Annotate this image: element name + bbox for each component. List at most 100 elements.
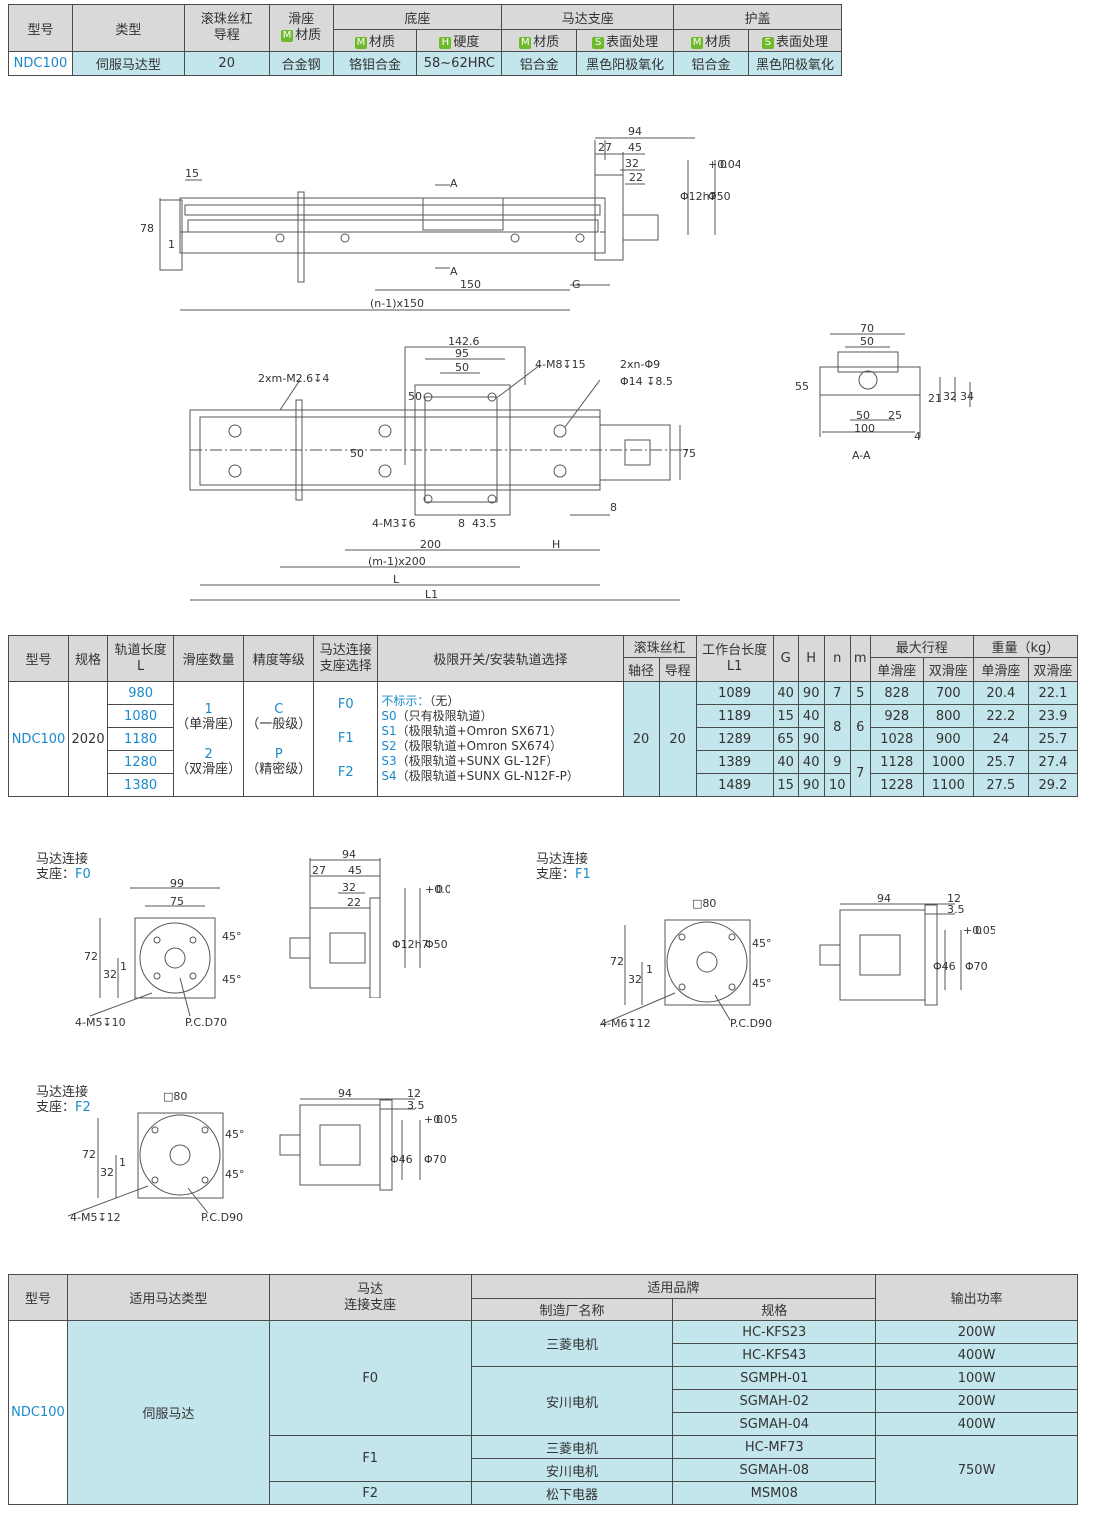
n-cell: 8 bbox=[823, 704, 851, 751]
side-view-drawing: 94 27 45 32 22 15 78 1 A A Φ12h7 Φ50 +0.… bbox=[140, 125, 740, 311]
rail-length-cell: 1180 bbox=[107, 727, 175, 751]
table-length-cell: 1189 bbox=[695, 704, 774, 728]
power-cell: 400W bbox=[875, 1343, 1078, 1367]
table-length-cell: 1389 bbox=[695, 750, 774, 774]
h-cell: 40 bbox=[797, 750, 825, 774]
dim-1: 1 bbox=[120, 960, 127, 973]
stroke-double-cell: 1000 bbox=[922, 750, 974, 774]
base-hardness-cell: 58~62HRC bbox=[416, 51, 503, 76]
dim-72: 72 bbox=[610, 955, 624, 968]
table-length-cell: 1489 bbox=[695, 773, 774, 797]
rail-length-cell: 980 bbox=[107, 681, 175, 705]
cover-material-cell: 铝合金 bbox=[673, 51, 749, 76]
rail-length-cell: 1280 bbox=[107, 750, 175, 774]
g-cell: 40 bbox=[772, 750, 799, 774]
dim-43-5: 43.5 bbox=[472, 517, 497, 530]
dim-l: L bbox=[393, 573, 400, 586]
dim-50: 50 bbox=[860, 335, 874, 348]
g-cell: 40 bbox=[772, 681, 799, 705]
motor-brand-table: 型号 适用马达类型 马达连接支座 适用品牌 输出功率 制造厂名称 规格 NDC1… bbox=[8, 1274, 1078, 1505]
spec-cell: HC-KFS23 bbox=[672, 1320, 877, 1344]
limit-option: S2（极限轨道+Omron SX674） bbox=[381, 739, 562, 753]
material-icon: M bbox=[281, 29, 294, 42]
tol-dn: 0 bbox=[975, 924, 982, 937]
connection-f1-cell: F1 bbox=[268, 1435, 472, 1482]
col-precision: 精度等级 bbox=[243, 635, 315, 682]
label-m3: 4-M3↧6 bbox=[372, 517, 416, 530]
motor-f0-side-drawing: 94 27 45 32 22 Φ12h7 Φ50 +0.04 0 bbox=[289, 848, 450, 998]
stroke-double-cell: 700 bbox=[922, 681, 974, 705]
col-connection: 马达连接支座 bbox=[268, 1274, 472, 1321]
col-weight: 重量（kg） bbox=[972, 635, 1079, 658]
sub-maker: 制造厂名称 bbox=[470, 1298, 674, 1321]
limit-option: 不标示：（无） bbox=[381, 694, 460, 708]
col-h: H bbox=[797, 635, 825, 682]
tol-dn: 0 bbox=[436, 883, 443, 896]
dim-94: 94 bbox=[628, 125, 642, 138]
section-aa-drawing: 70 50 55 21 32 34 4 50 25 100 A-A bbox=[795, 322, 974, 462]
material-icon: M bbox=[519, 36, 532, 49]
dim-m200: (m-1)x200 bbox=[368, 555, 426, 568]
col-motor-sel: 马达连接支座选择 bbox=[313, 635, 379, 682]
angle-45-top: 45° bbox=[222, 930, 242, 943]
g-cell: 15 bbox=[772, 704, 799, 728]
weight-single-cell: 22.2 bbox=[972, 704, 1029, 728]
col-n: n bbox=[823, 635, 851, 682]
motor-f2-front-drawing: □80 72 32 1 45° 45° 4-M5↧12 P.C.D90 bbox=[68, 1090, 245, 1224]
table-length-cell: 1289 bbox=[695, 727, 774, 751]
motor-f1-side-drawing: 94 12 3.5 Φ46 Φ70 +0.05 0 bbox=[819, 892, 995, 1006]
dim-50-b: 50 bbox=[856, 409, 870, 422]
dim-25: 25 bbox=[888, 409, 902, 422]
spec-cell: HC-MF73 bbox=[672, 1435, 877, 1459]
col-cover: 护盖 bbox=[673, 4, 842, 30]
dim-72: 72 bbox=[82, 1148, 96, 1161]
maker-cell: 安川电机 bbox=[470, 1366, 674, 1436]
table-length-cell: 1089 bbox=[695, 681, 774, 705]
dim-12: 12 bbox=[947, 892, 961, 905]
dim-45: 45 bbox=[628, 141, 642, 154]
shaft-cell: 20 bbox=[622, 681, 660, 797]
col-motor: 马达支座 bbox=[501, 4, 675, 30]
rail-length-cell: 1380 bbox=[107, 773, 175, 797]
n-cell: 10 bbox=[823, 773, 851, 797]
stroke-single-cell: 1028 bbox=[869, 727, 924, 751]
spec-cell: SGMPH-01 bbox=[672, 1366, 877, 1390]
hardness-icon: H bbox=[439, 36, 452, 49]
col-lead: 滚珠丝杠导程 bbox=[183, 4, 270, 52]
dim-4: 4 bbox=[914, 430, 921, 443]
col-screw: 滚珠丝杠 bbox=[622, 635, 697, 658]
weight-single-cell: 20.4 bbox=[972, 681, 1029, 705]
dim-94: 94 bbox=[342, 848, 356, 861]
angle-45-top: 45° bbox=[752, 937, 772, 950]
dim-50-v: 50 bbox=[408, 390, 422, 403]
dim-phi70: Φ70 bbox=[965, 960, 988, 973]
m-cell: 5 bbox=[849, 681, 871, 705]
h-cell: 90 bbox=[797, 773, 825, 797]
section-mark-bottom: A bbox=[450, 265, 458, 278]
dim-22: 22 bbox=[629, 171, 643, 184]
dim-15: 15 bbox=[185, 167, 199, 180]
label-pcd: P.C.D90 bbox=[730, 1017, 772, 1030]
tol-dn: 0 bbox=[720, 158, 727, 171]
angle-45-bottom: 45° bbox=[752, 977, 772, 990]
weight-single-cell: 24 bbox=[972, 727, 1029, 751]
base-material-cell: 铬钼合金 bbox=[332, 51, 418, 76]
h-cell: 90 bbox=[797, 681, 825, 705]
col-base: 底座 bbox=[332, 4, 503, 30]
dim-phi50: Φ50 bbox=[425, 938, 448, 951]
g-cell: 65 bbox=[772, 727, 799, 751]
rail-length-cell: 1080 bbox=[107, 704, 175, 728]
stroke-double-cell: 800 bbox=[922, 704, 974, 728]
sub-shaft: 轴径 bbox=[622, 657, 660, 682]
n-cell: 9 bbox=[823, 750, 851, 774]
label-screw: 4-M6↧12 bbox=[600, 1017, 651, 1030]
connection-f2-cell: F2 bbox=[268, 1481, 472, 1505]
weight-double-cell: 29.2 bbox=[1027, 773, 1079, 797]
sub-spec: 规格 bbox=[672, 1298, 877, 1321]
